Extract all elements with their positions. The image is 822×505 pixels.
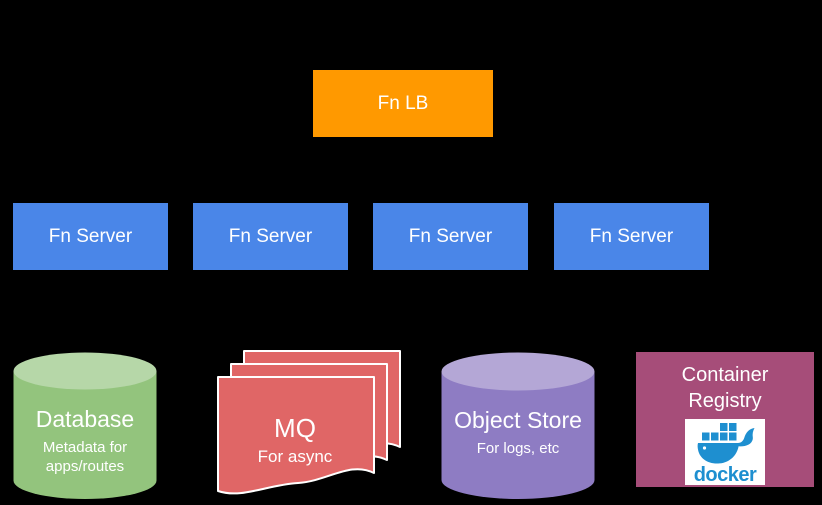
mq-doc-front: [217, 376, 375, 495]
node-fn-lb: Fn LB: [313, 70, 493, 137]
mq-document-stack-shape: [217, 350, 401, 495]
database-cylinder-shape: [13, 352, 157, 499]
fn-server-label: Fn Server: [589, 225, 674, 247]
fn-server-label: Fn Server: [48, 225, 133, 247]
fn-server-label: Fn Server: [408, 225, 493, 247]
fn-server-label: Fn Server: [228, 225, 313, 247]
node-fn-server-3: Fn Server: [373, 203, 528, 270]
docker-logo: docker: [685, 419, 765, 485]
docker-wordmark: docker: [694, 464, 757, 485]
node-container-registry: Container Registry docker: [636, 352, 814, 487]
node-fn-server-1: Fn Server: [13, 203, 168, 270]
node-fn-server-2: Fn Server: [193, 203, 348, 270]
container-registry-title: Container Registry: [681, 364, 769, 412]
fn-lb-label: Fn LB: [377, 92, 429, 114]
object-store-cylinder-shape: [441, 352, 595, 499]
docker-whale-icon: docker: [694, 423, 758, 485]
node-fn-server-4: Fn Server: [554, 203, 709, 270]
